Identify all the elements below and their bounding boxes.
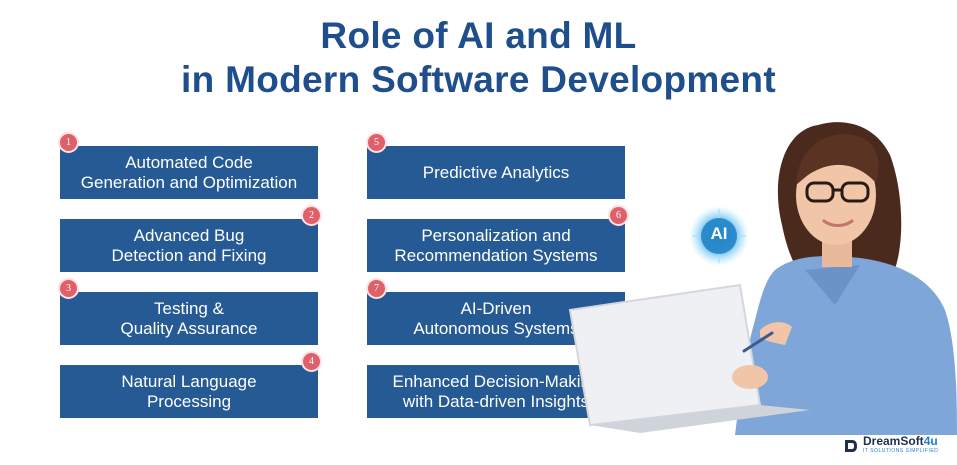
brand-logo: DreamSoft4u IT SOLUTIONS SIMPLIFIED bbox=[843, 434, 938, 458]
item-card-2: Advanced Bug Detection and Fixing bbox=[60, 219, 318, 272]
item-label: Predictive Analytics bbox=[422, 162, 570, 182]
logo-mark-icon bbox=[845, 440, 857, 452]
ai-chip-icon bbox=[689, 206, 749, 266]
number-badge-4: 4 bbox=[301, 351, 322, 372]
item-card-6: Personalization and Recommendation Syste… bbox=[367, 219, 625, 272]
number-badge-2: 2 bbox=[301, 205, 322, 226]
item-card-1: Automated Code Generation and Optimizati… bbox=[60, 146, 318, 199]
number-badge-5: 5 bbox=[366, 132, 387, 153]
ai-badge-label: AI bbox=[710, 224, 728, 243]
item-label: Testing & Quality Assurance bbox=[120, 298, 258, 338]
number-badge-1: 1 bbox=[58, 132, 79, 153]
number-badge-7: 7 bbox=[366, 278, 387, 299]
item-card-3: Testing & Quality Assurance bbox=[60, 292, 318, 345]
item-label: Advanced Bug Detection and Fixing bbox=[111, 225, 267, 265]
page-title: Role of AI and ML in Modern Software Dev… bbox=[0, 14, 957, 102]
item-label: Automated Code Generation and Optimizati… bbox=[80, 152, 298, 192]
logo-tagline: IT SOLUTIONS SIMPLIFIED bbox=[863, 448, 939, 454]
logo-name: DreamSoft bbox=[863, 434, 924, 448]
item-label: Natural Language Processing bbox=[121, 371, 257, 411]
woman-with-laptop-illustration bbox=[568, 122, 957, 435]
item-card-5: Predictive Analytics bbox=[367, 146, 625, 199]
title-line-1: Role of AI and ML bbox=[320, 15, 637, 56]
title-line-2: in Modern Software Development bbox=[181, 59, 776, 100]
logo-name-suffix: 4u bbox=[923, 434, 938, 448]
number-badge-3: 3 bbox=[58, 278, 79, 299]
item-label: AI-Driven Autonomous Systems bbox=[413, 298, 579, 338]
number-badge-6: 6 bbox=[608, 205, 629, 226]
item-card-4: Natural Language Processing bbox=[60, 365, 318, 418]
item-label: Enhanced Decision-Making with Data-drive… bbox=[392, 371, 600, 411]
item-label: Personalization and Recommendation Syste… bbox=[394, 225, 598, 265]
